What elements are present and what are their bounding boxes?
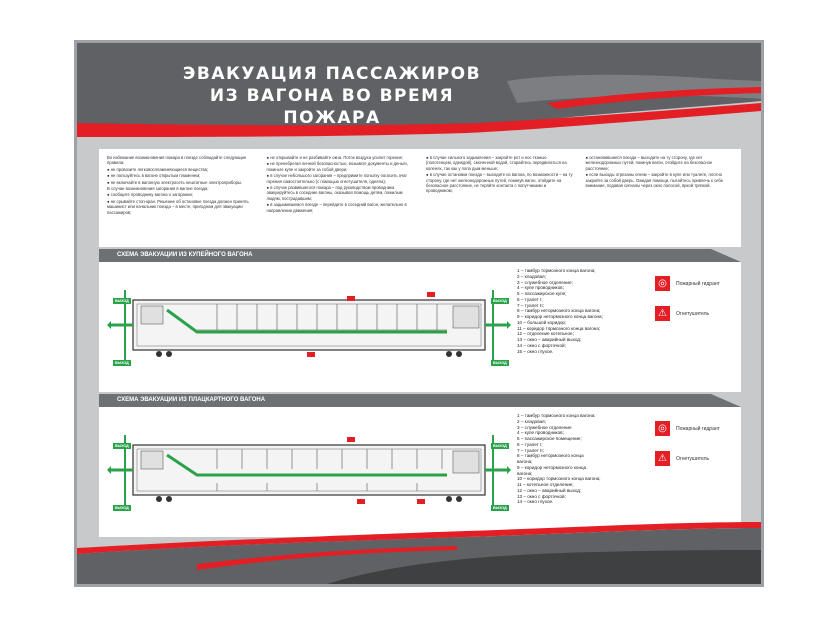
legend-item: 7 – туалет II; — [517, 447, 544, 453]
rule-text: ● в случае развившегося пожара – под рук… — [266, 185, 403, 201]
legend-item: 5 – пассажирское купе; — [517, 291, 567, 296]
legend-item: 11 – котельное отделение; — [517, 482, 574, 487]
fire-extinguisher-icon: ⚠ — [655, 306, 670, 321]
exit-sign: ВЫХОД — [113, 443, 131, 449]
exit-sign: ВЫХОД — [491, 360, 509, 366]
rule-text: ● в задымившемся поезде – перейдите в со… — [266, 202, 407, 213]
extinguisher-label: Огнетушитель — [676, 310, 710, 317]
coupe-legend: 1 – тамбур тормозного конца вагона; 2 – … — [517, 268, 637, 354]
section-header-platzkart: СХЕМА ЭВАКУАЦИИ ИЗ ПЛАЦКАРТНОГО ВАГОНА — [99, 394, 741, 407]
legend-item: 12 – окно – аварийный выход; — [517, 487, 582, 493]
rules-column-3: ● в случае сильного задымления – закройт… — [426, 155, 574, 241]
legend-item: 10 – коридор тормозного конца вагона; — [517, 476, 601, 482]
fire-extinguisher-icon: ⚠ — [655, 451, 670, 466]
extinguisher-label: Огнетушитель — [676, 455, 710, 462]
legend-item: 12 – отделение котельное; — [517, 331, 574, 337]
rule-text: ● в случае сильного задымления – закройт… — [426, 155, 567, 171]
legend-item: 3 – служебное отделение — [517, 424, 572, 430]
legend-item: 2 – кладовая; — [517, 418, 546, 424]
platzkart-scheme-panel: ВЫХОД ВЫХОД ВЫХОД ВЫХОД 1 – тамбур тормо… — [99, 407, 741, 537]
legend-item: 3 – служебное отделение; — [517, 279, 573, 285]
coupe-car-diagram — [107, 290, 511, 360]
legend-item: 6 – туалет I; — [517, 296, 543, 302]
legend-item: 1 – тамбур тормозного конца вагона; — [517, 413, 596, 418]
legend-item: 9 – коридор нетормозного конца вагона; — [517, 314, 603, 319]
legend-item: 1 – тамбур тормозного конца вагона; — [517, 268, 596, 273]
legend-item: 2 – кладовая; — [517, 273, 546, 279]
rule-text: ● в случае небольшого загорания – предпр… — [266, 173, 407, 184]
hydrant-label: Пожарный гидрант — [676, 280, 720, 287]
hydrant-legend: ◎ Пожарный гидрант — [655, 421, 735, 436]
poster-title: ЭВАКУАЦИЯ ПАССАЖИРОВ ИЗ ВАГОНА ВО ВРЕМЯ … — [167, 63, 497, 129]
rule-text: ● не срывайте стоп-кран. Решение об оста… — [107, 198, 249, 215]
legend-item: 10 – большой коридор; — [517, 319, 567, 325]
extinguisher-legend: ⚠ Огнетушитель — [655, 451, 735, 466]
exit-sign: ВЫХОД — [113, 505, 131, 511]
title-line-2: ИЗ ВАГОНА ВО ВРЕМЯ ПОЖАРА — [209, 86, 455, 128]
extinguisher-legend: ⚠ Огнетушитель — [655, 306, 735, 321]
bottom-decoration — [77, 522, 761, 584]
legend-item: 8 – тамбур нетормозного конца вагона; — [517, 308, 601, 314]
rules-column-2: ● не открывайте и не разбивайте окна. По… — [267, 155, 415, 241]
legend-item: 9 – коридор нетормозного конца — [517, 464, 587, 470]
hydrant-legend: ◎ Пожарный гидрант — [655, 276, 735, 291]
header-banner — [77, 43, 761, 148]
legend-item: 14 – окно с форточкой; — [517, 342, 566, 348]
exit-sign: ВЫХОД — [491, 443, 509, 449]
platzkart-legend: 1 – тамбур тормозного конца вагона; 2 – … — [517, 413, 637, 505]
rule-text: ● не открывайте и не разбивайте окна. По… — [266, 155, 404, 160]
rule-text: ● не пользуйтесь в вагоне открытым пламе… — [107, 173, 201, 179]
legend-item: 7 – туалет II; — [517, 302, 544, 308]
exit-sign: ВЫХОД — [113, 298, 131, 304]
legend-item: 8 – тамбур нетормозного конца — [517, 453, 584, 459]
poster-frame: ЭВАКУАЦИЯ ПАССАЖИРОВ ИЗ ВАГОНА ВО ВРЕМЯ … — [74, 40, 764, 587]
legend-item: вагона; — [517, 459, 533, 464]
fire-hydrant-icon: ◎ — [655, 276, 670, 291]
rule-text: ● не пренебрегая личной безопасностью, в… — [266, 161, 408, 172]
section-header-coupe: СХЕМА ЭВАКУАЦИИ ИЗ КУПЕЙНОГО ВАГОНА — [99, 249, 741, 262]
legend-item: 14 – окно глухое. — [517, 499, 554, 505]
rule-text: ● остановившиеся поезда – выходите на ту… — [585, 155, 713, 171]
rule-text: ● не включайте в вагонную электросеть не… — [107, 179, 243, 185]
rule-text: ● если выходы отрезаны огнем – закройте … — [585, 172, 724, 189]
rules-column-1: Во избежание возникновения пожара в поез… — [107, 155, 255, 241]
legend-item: 4 – купе проводников; — [517, 430, 564, 436]
fire-hydrant-icon: ◎ — [655, 421, 670, 436]
legend-item: вагона; — [517, 470, 533, 476]
exit-sign: ВЫХОД — [113, 360, 131, 366]
legend-item: 13 – окно – аварийный выход; — [517, 337, 582, 342]
title-line-1: ЭВАКУАЦИЯ ПАССАЖИРОВ — [182, 64, 482, 84]
rule-text: ● сообщите проводнику вагона о загорании… — [107, 192, 194, 198]
exit-sign: ВЫХОД — [491, 505, 509, 511]
rule-text: ● не провозите легковоспламеняющиеся вещ… — [107, 166, 209, 172]
legend-item: 13 – окно с форточкой; — [517, 493, 566, 499]
exit-sign: ВЫХОД — [491, 298, 509, 304]
hydrant-label: Пожарный гидрант — [676, 425, 720, 432]
legend-item: 15 – окно глухое. — [517, 348, 554, 354]
rules-column-4: ● остановившиеся поезда – выходите на ту… — [586, 155, 734, 241]
rule-text: ● в случае остановки поезда – выходите и… — [426, 172, 573, 194]
legend-item: 11 – коридор тормозного конца вагона; — [517, 325, 601, 331]
legend-item: 4 – купе проводников; — [517, 285, 564, 291]
rule-text: Во избежание возникновения пожара в поез… — [107, 155, 247, 166]
safety-rules: Во избежание возникновения пожара в поез… — [99, 149, 741, 247]
coupe-scheme-panel: ВЫХОД ВЫХОД ВЫХОД ВЫХОД 1 – тамбур тормо… — [99, 262, 741, 392]
rule-text: В случае возникновения загорания в вагон… — [107, 186, 209, 192]
legend-item: 5 – пассажирское помещение; — [517, 436, 582, 441]
legend-item: 6 – туалет I; — [517, 441, 543, 447]
platzkart-car-diagram — [107, 435, 511, 505]
